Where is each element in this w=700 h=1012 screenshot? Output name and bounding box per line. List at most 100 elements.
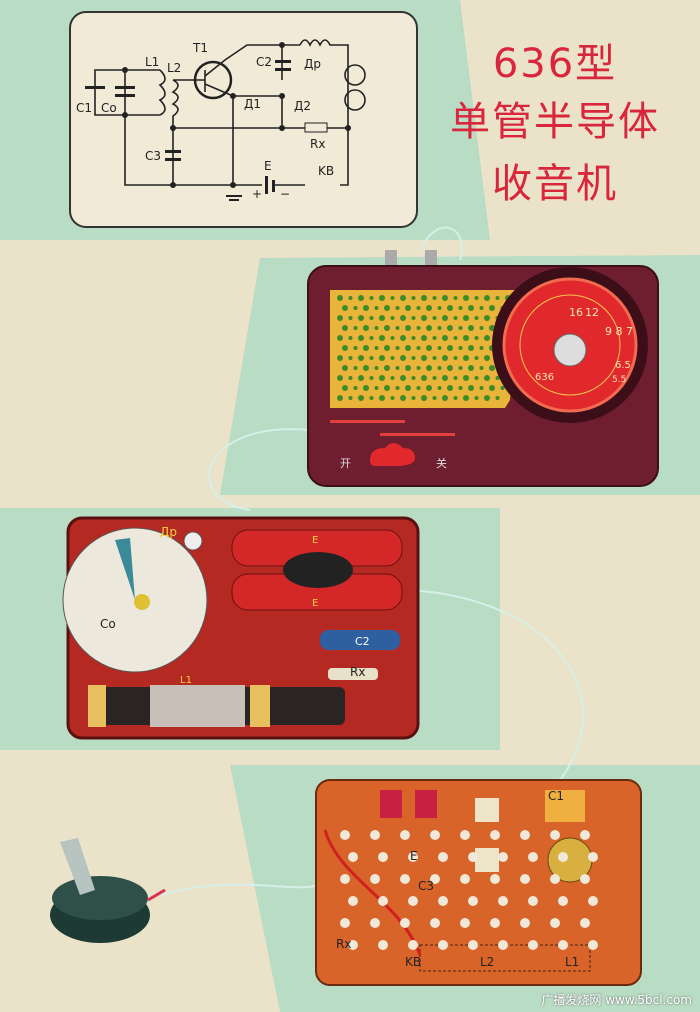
grille-hole — [342, 345, 348, 351]
grille-hole — [400, 395, 406, 401]
grille-hole — [395, 306, 400, 310]
grille-hole — [411, 296, 416, 300]
grille-hole — [379, 335, 385, 341]
grille-hole — [416, 326, 421, 330]
board-eyelet — [408, 896, 418, 906]
grille-hole — [447, 385, 453, 391]
grille-hole — [369, 356, 374, 360]
power-switch[interactable] — [370, 443, 415, 466]
grille-hole — [379, 395, 385, 401]
grille-hole — [337, 355, 343, 361]
board-eyelet — [580, 918, 590, 928]
label-l1: L1 — [145, 55, 159, 69]
grille-hole — [474, 336, 479, 340]
grille-hole — [358, 355, 364, 361]
board-eyelet — [370, 830, 380, 840]
grille-hole — [353, 366, 358, 370]
grille-hole — [437, 346, 442, 350]
grille-hole — [358, 395, 364, 401]
grille-hole — [489, 305, 495, 311]
grille-hole — [337, 315, 343, 321]
grille-hole — [447, 365, 453, 371]
grille-hole — [390, 356, 395, 360]
grille-hole — [416, 306, 421, 310]
grille-hole — [405, 325, 411, 331]
grille-hole — [400, 295, 406, 301]
label-l1-board: L1 — [565, 955, 579, 969]
grille-hole — [437, 366, 442, 370]
grille-hole — [358, 375, 364, 381]
label-e2-interior: E — [312, 598, 318, 609]
dial-model: 636 — [535, 372, 554, 383]
grille-hole — [395, 326, 400, 330]
board-eyelet — [558, 940, 568, 950]
grille-hole — [474, 316, 479, 320]
grille-hole — [337, 335, 343, 341]
grille-hole — [342, 385, 348, 391]
board-eyelet — [558, 896, 568, 906]
grille-hole — [458, 306, 463, 310]
grille-hole — [442, 315, 448, 321]
grille-hole — [374, 366, 379, 370]
board-eyelet — [378, 940, 388, 950]
grille-hole — [421, 355, 427, 361]
label-e1-interior: E — [312, 535, 318, 546]
grille-hole — [474, 376, 479, 380]
dial-16: 16 — [569, 306, 583, 319]
grille-hole — [463, 335, 469, 341]
resistor-rx — [328, 668, 378, 680]
grille-hole — [442, 335, 448, 341]
grille-hole — [442, 395, 448, 401]
grille-hole — [489, 365, 495, 371]
grille-hole — [495, 376, 500, 380]
grille-hole — [468, 385, 474, 391]
tuning-knob — [553, 333, 587, 367]
board-eyelet — [400, 830, 410, 840]
grille-hole — [421, 335, 427, 341]
grille-hole — [390, 396, 395, 400]
board-eyelet — [580, 874, 590, 884]
board-eyelet — [430, 874, 440, 884]
grille-hole — [369, 396, 374, 400]
grille-hole — [484, 375, 490, 381]
grille-hole — [363, 305, 369, 311]
dial-55: 5.5 — [612, 375, 626, 385]
board-eyelet — [348, 896, 358, 906]
grille-hole — [369, 296, 374, 300]
board-eyelet — [468, 940, 478, 950]
board-eyelet — [558, 852, 568, 862]
watermark: 广播发烧网 www.5bcl.com — [541, 993, 692, 1007]
grille-hole — [358, 335, 364, 341]
board-eyelet — [340, 918, 350, 928]
grille-hole — [432, 316, 437, 320]
grille-hole — [379, 295, 385, 301]
grille-hole — [463, 375, 469, 381]
grille-hole — [489, 385, 495, 391]
board-eyelet — [550, 918, 560, 928]
radio-front: 16 12 9 8 7 6.5 5.5 636 开 关 — [307, 250, 659, 487]
grille-hole — [390, 296, 395, 300]
grille-hole — [411, 316, 416, 320]
circuit-board: C1 E C3 Rx KB L2 L1 — [315, 779, 642, 986]
label-c1-board: C1 — [548, 789, 564, 803]
board-eyelet — [490, 874, 500, 884]
grille-hole — [479, 306, 484, 310]
grille-hole — [363, 385, 369, 391]
label-d2: Д2 — [294, 99, 311, 113]
grille-hole — [484, 335, 490, 341]
grille-hole — [484, 395, 490, 401]
grille-hole — [400, 315, 406, 321]
grille-hole — [384, 325, 390, 331]
grille-hole — [453, 376, 458, 380]
grille-hole — [405, 365, 411, 371]
grille-hole — [337, 295, 343, 301]
grille-hole — [363, 325, 369, 331]
label-c2: C2 — [256, 55, 272, 69]
grille-hole — [353, 346, 358, 350]
grille-hole — [337, 395, 343, 401]
grille-hole — [447, 325, 453, 331]
label-l2-board: L2 — [480, 955, 494, 969]
grille-hole — [479, 366, 484, 370]
grille-hole — [432, 296, 437, 300]
label-l1-interior: L1 — [180, 675, 192, 686]
